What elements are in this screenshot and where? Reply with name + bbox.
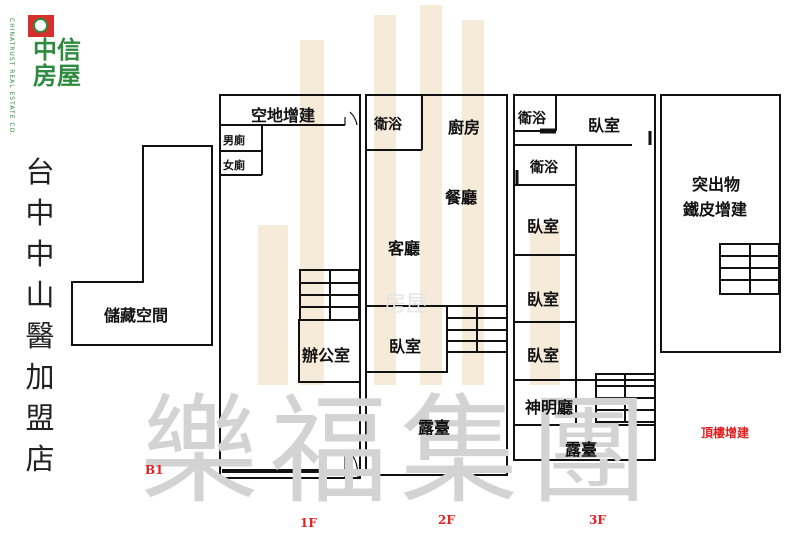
room-3f-bedroom-1: 臥室 <box>588 116 621 135</box>
logo-brand: 中信房屋 <box>33 36 81 90</box>
room-2f-bedroom: 臥室 <box>389 337 422 356</box>
f1-outline <box>219 94 361 479</box>
room-3f-terrace: 露臺 <box>565 440 598 459</box>
room-1f-yard: 空地增建 <box>251 106 316 125</box>
room-2f-kitchen: 廚房 <box>448 118 481 137</box>
room-b1-storage: 儲藏空間 <box>104 306 169 325</box>
room-3f-bedroom-3: 臥室 <box>527 290 560 309</box>
watermark-stripe <box>420 5 442 385</box>
floor-label-1f: 1F <box>300 516 317 530</box>
room-2f-terrace: 露臺 <box>418 418 451 437</box>
roof-outline <box>660 94 781 353</box>
room-3f-bath-2: 衛浴 <box>530 160 558 176</box>
logo-mark-icon <box>28 15 54 37</box>
watermark-stripe <box>258 225 288 385</box>
floor-label-b1: B1 <box>145 463 164 477</box>
room-3f-bath-1: 衛浴 <box>518 111 546 127</box>
f3-outline <box>513 94 656 461</box>
roof-note: 頂樓增建 <box>701 426 750 440</box>
watermark-text: 樂福集團 <box>140 382 661 520</box>
watermark-stripe <box>462 20 484 385</box>
logo-english: CHINATRUST REAL ESTATE CO. <box>8 18 15 136</box>
b1-outline <box>71 145 213 346</box>
watermark-stripe <box>530 225 560 385</box>
room-3f-bedroom-4: 臥室 <box>527 346 560 365</box>
location-title: 台中中山醫加盟店 <box>25 155 55 476</box>
watermark-stripe <box>300 40 324 385</box>
room-roof-extension: 鐵皮增建 <box>683 200 748 219</box>
floor-label-2f: 2F <box>438 513 455 527</box>
room-1f-office: 辦公室 <box>302 346 351 365</box>
room-2f-dining: 餐廳 <box>445 188 478 207</box>
watermark-stripe <box>374 15 396 385</box>
watermark-small: 房屋 <box>384 292 429 317</box>
room-3f-shrine: 神明廳 <box>525 398 574 417</box>
room-3f-bedroom-2: 臥室 <box>527 217 560 236</box>
room-1f-womens-toilet: 女廁 <box>223 159 245 172</box>
room-2f-bath: 衛浴 <box>374 117 402 133</box>
floor-label-3f: 3F <box>589 513 606 527</box>
room-1f-mens-toilet: 男廁 <box>223 134 245 147</box>
room-roof-structure: 突出物 <box>692 175 741 194</box>
room-2f-living: 客廳 <box>388 239 421 258</box>
